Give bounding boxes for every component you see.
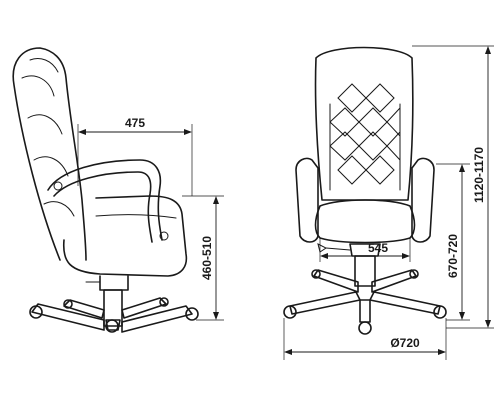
armrest-height-label: 670-720 bbox=[446, 234, 460, 278]
dimension-seat-width: 545 bbox=[319, 238, 411, 262]
total-height-label: 1120-1170 bbox=[472, 147, 486, 203]
seat-depth-label: 475 bbox=[125, 116, 145, 130]
chair-front-view bbox=[283, 46, 447, 335]
base-diameter-label: Ø720 bbox=[390, 336, 420, 350]
dimension-total-height: 1120-1170 bbox=[412, 45, 494, 329]
dimension-base-diameter: Ø720 bbox=[283, 318, 447, 360]
seat-height-label: 460-510 bbox=[200, 236, 214, 280]
dimension-armrest-height: 670-720 bbox=[436, 163, 470, 321]
chair-side-view bbox=[12, 47, 199, 333]
dimension-seat-height: 460-510 bbox=[182, 195, 224, 321]
seat-width-label: 545 bbox=[368, 241, 388, 255]
dimension-seat-depth: 475 bbox=[77, 116, 193, 196]
